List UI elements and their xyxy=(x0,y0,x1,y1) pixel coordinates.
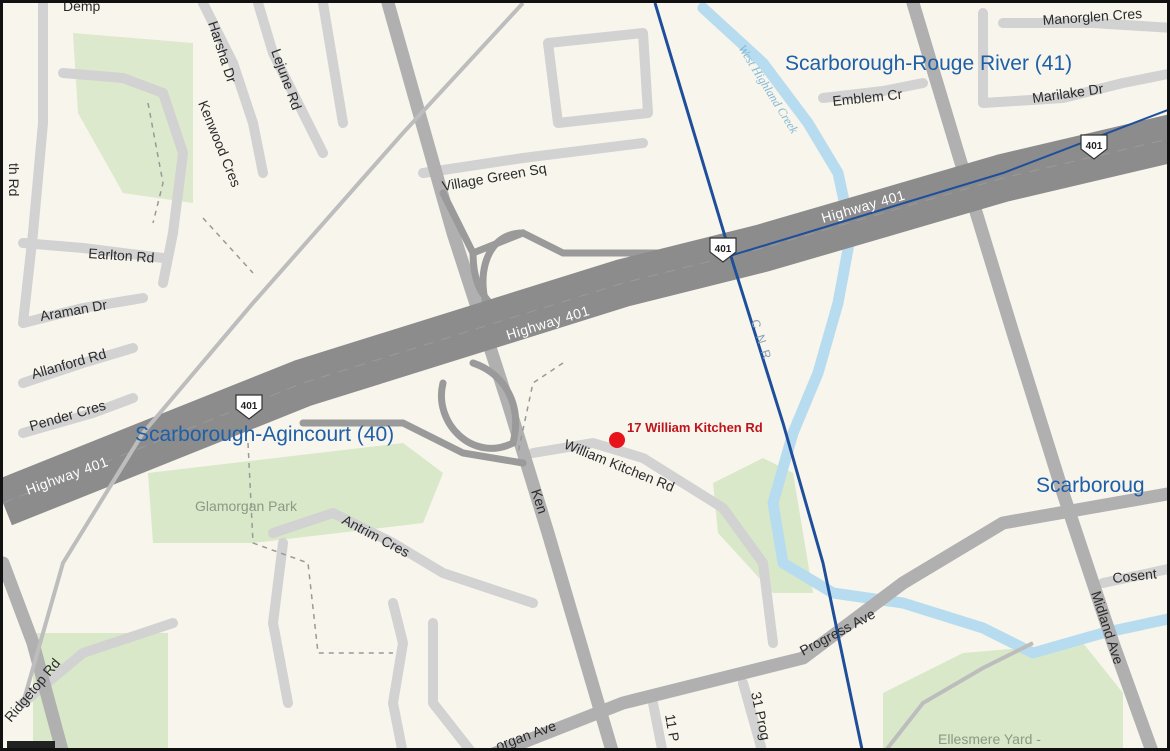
road-midland xyxy=(906,3,1158,748)
shield-401-west: 401 xyxy=(235,394,263,420)
road-village-green xyxy=(418,138,648,178)
trail-northwest xyxy=(147,102,164,224)
trail-glamorgan xyxy=(247,442,393,654)
label-cosent: Cosent xyxy=(1112,565,1158,586)
road-kennedy xyxy=(381,3,619,748)
road-village-loop xyxy=(543,28,653,128)
west-highland-creek xyxy=(697,3,1167,659)
riding-boundary-north xyxy=(722,109,1167,259)
road-pender xyxy=(18,393,138,438)
park-area-creek xyxy=(713,458,813,593)
road-kenwood-loop xyxy=(58,68,188,288)
shield-401-east: 401 xyxy=(1080,134,1108,160)
label-demp: Demp xyxy=(63,3,101,14)
riding-boundary-line xyxy=(653,3,864,748)
road-glamorgan-west xyxy=(268,538,293,708)
rail-west xyxy=(21,3,525,704)
road-antrim-south xyxy=(388,598,408,748)
label-ken: Ken xyxy=(528,487,551,516)
water-layer xyxy=(697,3,1167,659)
road-harsha xyxy=(198,3,268,178)
ramp-loop-south xyxy=(438,359,520,452)
shield-401-center: 401 xyxy=(709,237,737,263)
label-riding-agincourt: Scarborough-Agincourt (40) xyxy=(135,423,394,446)
map-canvas[interactable]: Manorglen Cres Marilake Dr Emblem Cr Vil… xyxy=(3,3,1170,751)
road-west-vertical xyxy=(18,3,48,328)
ellesmere-yard-area xyxy=(883,643,1123,748)
label-11p: 11 P xyxy=(662,713,683,743)
highway-401-centerline xyxy=(3,138,1167,504)
road-progress-ellesmere xyxy=(490,487,1167,748)
road-cosent xyxy=(1098,564,1167,588)
rail-layer xyxy=(21,3,1034,748)
road-south-lane xyxy=(428,618,475,748)
svg-text:401: 401 xyxy=(241,401,258,412)
road-allanford xyxy=(18,343,138,388)
svg-text:401: 401 xyxy=(715,244,732,255)
road-william-kitchen xyxy=(528,438,778,648)
road-west-arterial xyxy=(3,556,69,748)
road-north-short xyxy=(318,3,348,128)
highway-shields: 401 401 401 xyxy=(235,134,1108,420)
label-riding-rouge-river: Scarborough-Rouge River (41) xyxy=(785,52,1072,75)
rail-yard xyxy=(885,641,1034,748)
road-31prog xyxy=(738,678,767,748)
label-earlton: Earlton Rd xyxy=(88,245,155,266)
road-araman xyxy=(18,293,148,328)
trail-earlton xyxy=(202,217,254,274)
road-lejune xyxy=(253,3,328,158)
svg-text:401: 401 xyxy=(1086,141,1103,152)
marker-address-label: 17 William Kitchen Rd xyxy=(627,420,763,435)
road-emblem xyxy=(818,78,928,103)
major-roads-layer xyxy=(3,3,1167,748)
label-manorglen: Manorglen Cres xyxy=(1042,5,1142,28)
trails-layer xyxy=(147,102,564,654)
label-glamorgan-park: Glamorgan Park xyxy=(195,498,298,514)
road-manorglen xyxy=(998,18,1167,33)
location-marker[interactable]: 17 William Kitchen Rd xyxy=(609,420,763,448)
label-th-rd: th Rd xyxy=(6,163,22,196)
scale-bar xyxy=(7,741,55,748)
ramp-southwest xyxy=(299,419,527,467)
marker-pin-icon[interactable] xyxy=(609,432,625,448)
label-emblem: Emblem Cr xyxy=(832,86,904,109)
road-earlton xyxy=(18,238,168,263)
trail-kennedy-east xyxy=(517,362,564,454)
parks-layer xyxy=(33,33,1123,748)
label-riding-partial: Scarboroug xyxy=(1036,474,1145,497)
glamorgan-park-area xyxy=(148,443,443,543)
road-marilake xyxy=(978,8,1167,108)
label-ellesmere-yard: Ellesmere Yard - xyxy=(938,731,1041,747)
road-11p xyxy=(648,698,667,748)
road-antrim xyxy=(268,508,538,608)
